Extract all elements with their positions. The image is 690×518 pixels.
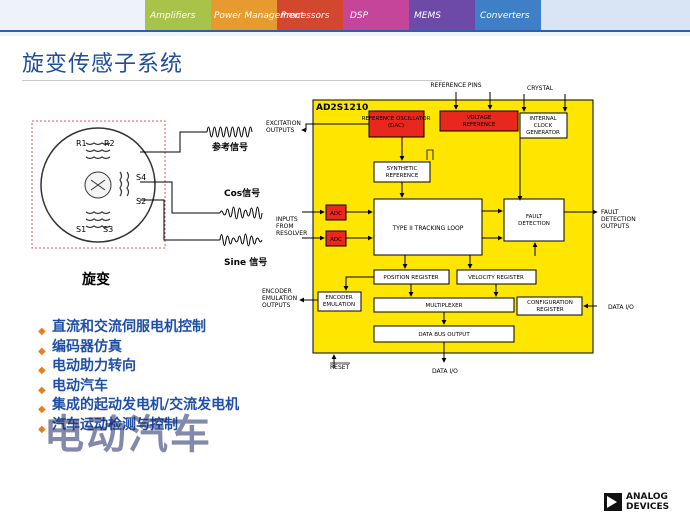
svg-text:DATA BUS OUTPUT: DATA BUS OUTPUT	[418, 332, 470, 338]
block-clock-gen	[519, 112, 568, 139]
analog-devices-logo: ANALOG DEVICES	[604, 492, 684, 514]
coil-r2-label: R2	[104, 139, 115, 148]
banner-word: Converters	[480, 11, 530, 21]
bullet-diamond-icon: ◆	[38, 423, 46, 435]
banner-word: Power Management	[214, 11, 304, 21]
resolver-frame	[31, 120, 166, 249]
list-item: ◆直流和交流伺服电机控制	[38, 318, 239, 338]
coil-s2-label: S2	[136, 197, 146, 206]
svg-text:ADC: ADC	[330, 237, 342, 243]
list-item: ◆集成的起动发电机/交流发电机	[38, 396, 239, 416]
pin-reference-pins: REFERENCE PINS	[430, 82, 481, 89]
list-item: ◆电动助力转向	[38, 357, 239, 377]
list-item: ◆汽车运动检测与控制	[38, 416, 239, 436]
cos-waveform	[219, 206, 263, 220]
resolver-drawing: R1 R2 S4 S2 S1 S3 旋变	[31, 120, 166, 288]
coil-s3-label: S3	[103, 225, 113, 234]
bullet-diamond-icon: ◆	[38, 404, 46, 416]
logo-line-2: DEVICES	[626, 502, 670, 512]
coil-s1-label: S1	[76, 225, 86, 234]
block-ref-oscillator	[368, 110, 425, 138]
reference-waveform	[206, 126, 253, 138]
svg-text:MULTIPLEXER: MULTIPLEXER	[426, 303, 463, 309]
pin-data-io-right: DATA I/O	[608, 304, 634, 311]
pin-crystal: CRYSTAL	[527, 85, 554, 92]
block-tracking-loop	[373, 198, 483, 256]
application-list: ◆直流和交流伺服电机控制 ◆编码器仿真 ◆电动助力转向 ◆电动汽车 ◆集成的起动…	[38, 318, 239, 436]
cos-signal-label: Cos信号	[224, 187, 260, 199]
banner-word: DSP	[350, 11, 369, 21]
block-synthetic-ref	[373, 161, 431, 183]
bullet-diamond-icon: ◆	[38, 326, 46, 337]
block-encoder-emulation	[317, 291, 362, 312]
chip-name: AD2S1210	[316, 103, 368, 113]
pin-reference-pins-text: REFERENCE PINS	[430, 82, 481, 89]
sine-signal-label: Sine 信号	[224, 256, 267, 268]
banner-word: Processors	[281, 11, 330, 21]
sine-waveform	[219, 233, 263, 247]
watermark-overlay: 电动汽车	[44, 412, 212, 458]
svg-text:VELOCITY REGISTER: VELOCITY REGISTER	[468, 275, 524, 281]
logo-triangle-icon	[604, 493, 622, 511]
pin-data-io-bottom: DATA I/O	[432, 368, 458, 375]
svg-text:ADC: ADC	[330, 211, 342, 217]
banner-word: Amplifiers	[149, 11, 196, 21]
title-divider	[22, 80, 442, 81]
pin-reset: RESET	[330, 364, 350, 371]
coil-r1-label: R1	[76, 139, 87, 148]
bullet-diamond-icon: ◆	[38, 365, 46, 377]
svg-text:TYPE II TRACKING LOOP: TYPE II TRACKING LOOP	[392, 225, 464, 232]
bullet-diamond-icon: ◆	[38, 384, 46, 396]
list-item: ◆编码器仿真	[38, 338, 239, 358]
logo-line-1: ANALOG	[626, 492, 668, 502]
resolver-label: 旋变	[81, 271, 110, 288]
coil-s4-label: S4	[136, 173, 146, 182]
block-config-register	[516, 296, 583, 316]
reference-signal-label: 参考信号	[212, 141, 248, 153]
bullet-diamond-icon: ◆	[38, 345, 46, 357]
page-title: 旋变传感子系统	[22, 52, 184, 77]
block-fault-detection	[503, 198, 565, 242]
block-voltage-ref	[439, 110, 519, 132]
svg-text:REFERENCE OSCILLATOR(DAC): REFERENCE OSCILLATOR(DAC)	[362, 116, 431, 129]
list-item: ◆电动汽车	[38, 377, 239, 397]
banner-word: MEMS	[414, 11, 441, 21]
svg-text:POSITION REGISTER: POSITION REGISTER	[383, 275, 438, 281]
